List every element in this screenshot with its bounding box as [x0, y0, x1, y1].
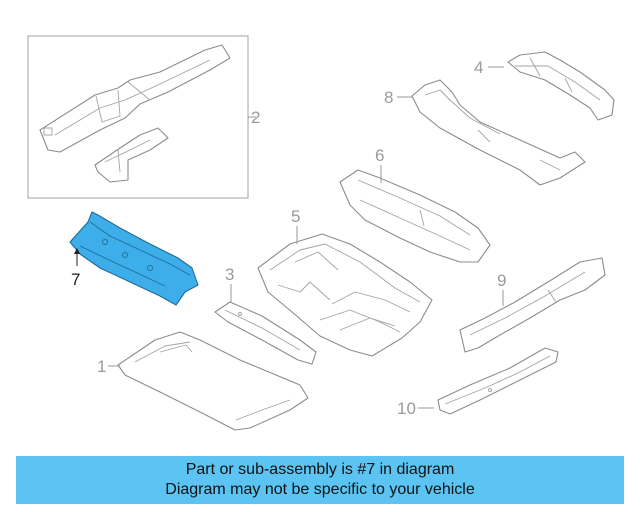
callout-4: 4	[474, 58, 483, 77]
part-9-sill-rail	[459, 257, 606, 353]
part-8-side-rail	[411, 79, 586, 186]
info-banner: Part or sub-assembly is #7 in diagram Di…	[16, 456, 624, 504]
part-5-floor-pan	[257, 233, 433, 357]
banner-line-1: Part or sub-assembly is #7 in diagram	[185, 461, 455, 478]
callout-8: 8	[384, 88, 393, 107]
part-10-inner-sill	[437, 347, 559, 415]
callout-2: 2	[251, 108, 260, 127]
callout-3: 3	[225, 265, 234, 284]
parts-diagram: 2 4 8 6 5 3	[27, 35, 615, 431]
callout-1: 1	[97, 357, 106, 376]
callout-7-arrowhead	[74, 248, 80, 254]
callout-6: 6	[375, 146, 384, 165]
callout-10: 10	[397, 399, 416, 418]
part-2-rail-assembly	[39, 44, 231, 183]
callout-5: 5	[291, 207, 300, 226]
part-4-rear-rail	[507, 51, 615, 121]
part-3-reinforcement	[214, 301, 317, 365]
callout-9: 9	[497, 271, 506, 290]
callout-7: 7	[71, 270, 80, 289]
part-6-crossmember	[339, 169, 491, 263]
part-1-floor-panel	[117, 331, 309, 431]
banner-line-2: Diagram may not be specific to your vehi…	[165, 481, 475, 498]
part-7-highlighted-crossmember	[69, 211, 199, 306]
